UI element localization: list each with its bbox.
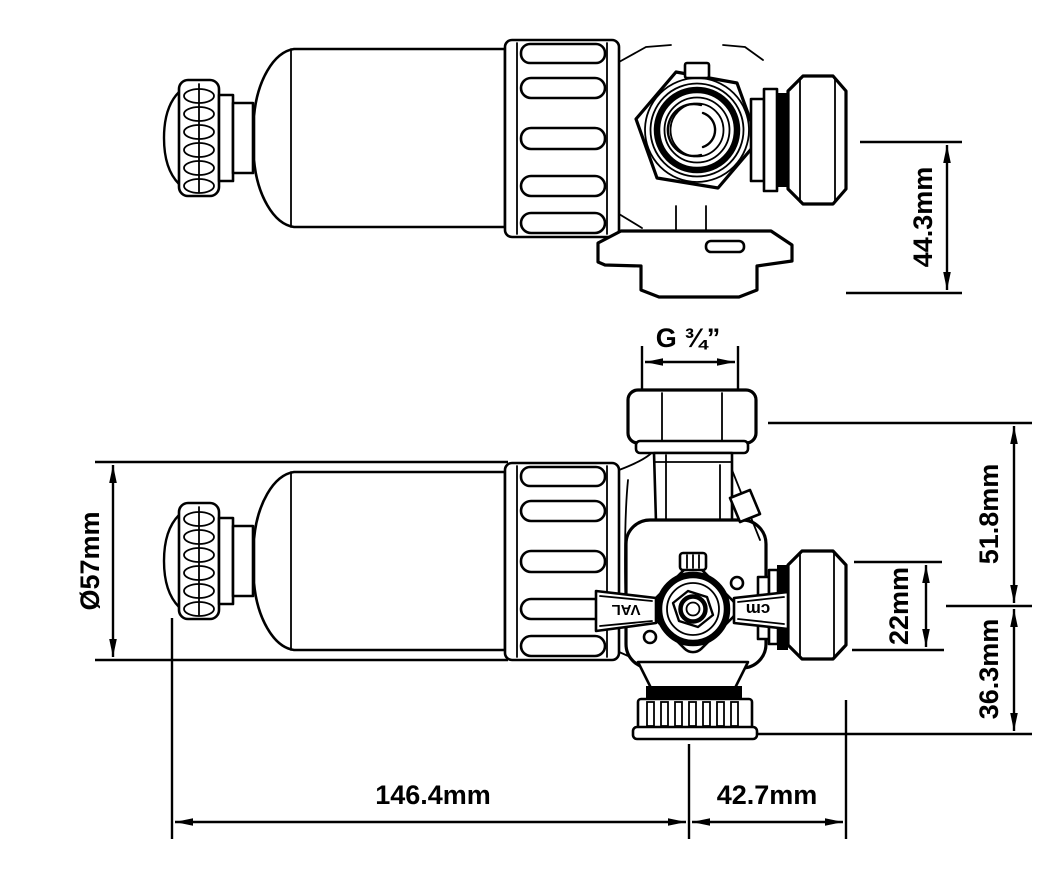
cap-bulge <box>162 513 181 609</box>
cap-bulge <box>162 90 181 186</box>
olive-band <box>777 93 788 187</box>
plate-screw <box>642 629 658 645</box>
dimension-thread-size: G ¾” <box>640 323 740 391</box>
cap-neck <box>217 516 235 606</box>
wing-edge <box>737 596 785 603</box>
valve-shoulder <box>618 213 643 229</box>
union-ring <box>663 96 731 164</box>
chamfer-facet <box>728 488 762 524</box>
dimension-value: Ø57mm <box>75 511 105 610</box>
side-view: VAL cm <box>162 388 848 741</box>
hub-ring-inner <box>678 594 708 624</box>
dimension-value: 146.4mm <box>375 780 491 810</box>
swivel-nut-skirt <box>634 439 750 455</box>
dimension-body-length: 146.4mm <box>170 618 691 839</box>
stem-tab <box>683 61 711 80</box>
valve-shoulder <box>722 44 764 61</box>
handle-top <box>596 229 794 299</box>
dimension-valve-length: 42.7mm <box>692 700 848 839</box>
outlet-flange <box>749 97 766 183</box>
compression-nut-side <box>786 549 848 661</box>
valve-shoulder <box>618 44 672 63</box>
drain-oring <box>646 686 742 700</box>
dimension-value: G ¾” <box>656 323 721 353</box>
dimension-valve-lower-height: 36.3mm <box>757 609 1032 736</box>
cap-neck <box>217 93 235 183</box>
cap-neck-2 <box>231 524 255 598</box>
dimension-value: 44.3mm <box>908 167 938 268</box>
collar-slots <box>519 42 607 235</box>
cap-neck-2 <box>231 101 255 175</box>
ball-port-arc <box>666 102 703 158</box>
dimension-valve-upper-height: 51.8mm <box>768 421 1032 608</box>
drain-taper <box>636 660 750 692</box>
wing-edge <box>599 620 653 627</box>
compression-nut-top <box>786 74 848 206</box>
dimension-value: 51.8mm <box>974 464 1004 565</box>
dimension-cap-diameter: Ø57mm <box>75 460 508 662</box>
ball-port-arc <box>701 111 717 149</box>
handle-wing-left <box>594 589 658 633</box>
wing-edge <box>737 618 785 625</box>
hub-ring-outer <box>655 571 731 647</box>
dimension-value: 42.7mm <box>717 780 818 810</box>
drain-cap-flange <box>631 725 759 741</box>
swivel-nut <box>626 388 758 445</box>
handle-marking-left: VAL <box>612 601 641 618</box>
cap-ribs <box>183 88 215 194</box>
union-ring <box>649 82 745 178</box>
dimension-pipe-od: 22mm <box>852 560 944 652</box>
plate-screw <box>729 575 745 591</box>
hub-ring <box>666 582 720 636</box>
dimension-outlet-drop: 44.3mm <box>846 140 962 295</box>
dimension-value: 22mm <box>884 567 914 645</box>
outlet-step <box>762 87 779 193</box>
hub-hex <box>671 589 715 629</box>
handle-slot <box>704 239 746 254</box>
dimension-value: 36.3mm <box>974 619 1004 720</box>
union-ring-thick <box>653 86 741 174</box>
cap-ribs <box>183 511 215 617</box>
collar-slots <box>519 465 607 658</box>
wing-edge <box>599 595 653 602</box>
hub-center <box>685 601 701 617</box>
top-view <box>162 38 848 299</box>
handle-marking-right: cm <box>746 600 771 619</box>
